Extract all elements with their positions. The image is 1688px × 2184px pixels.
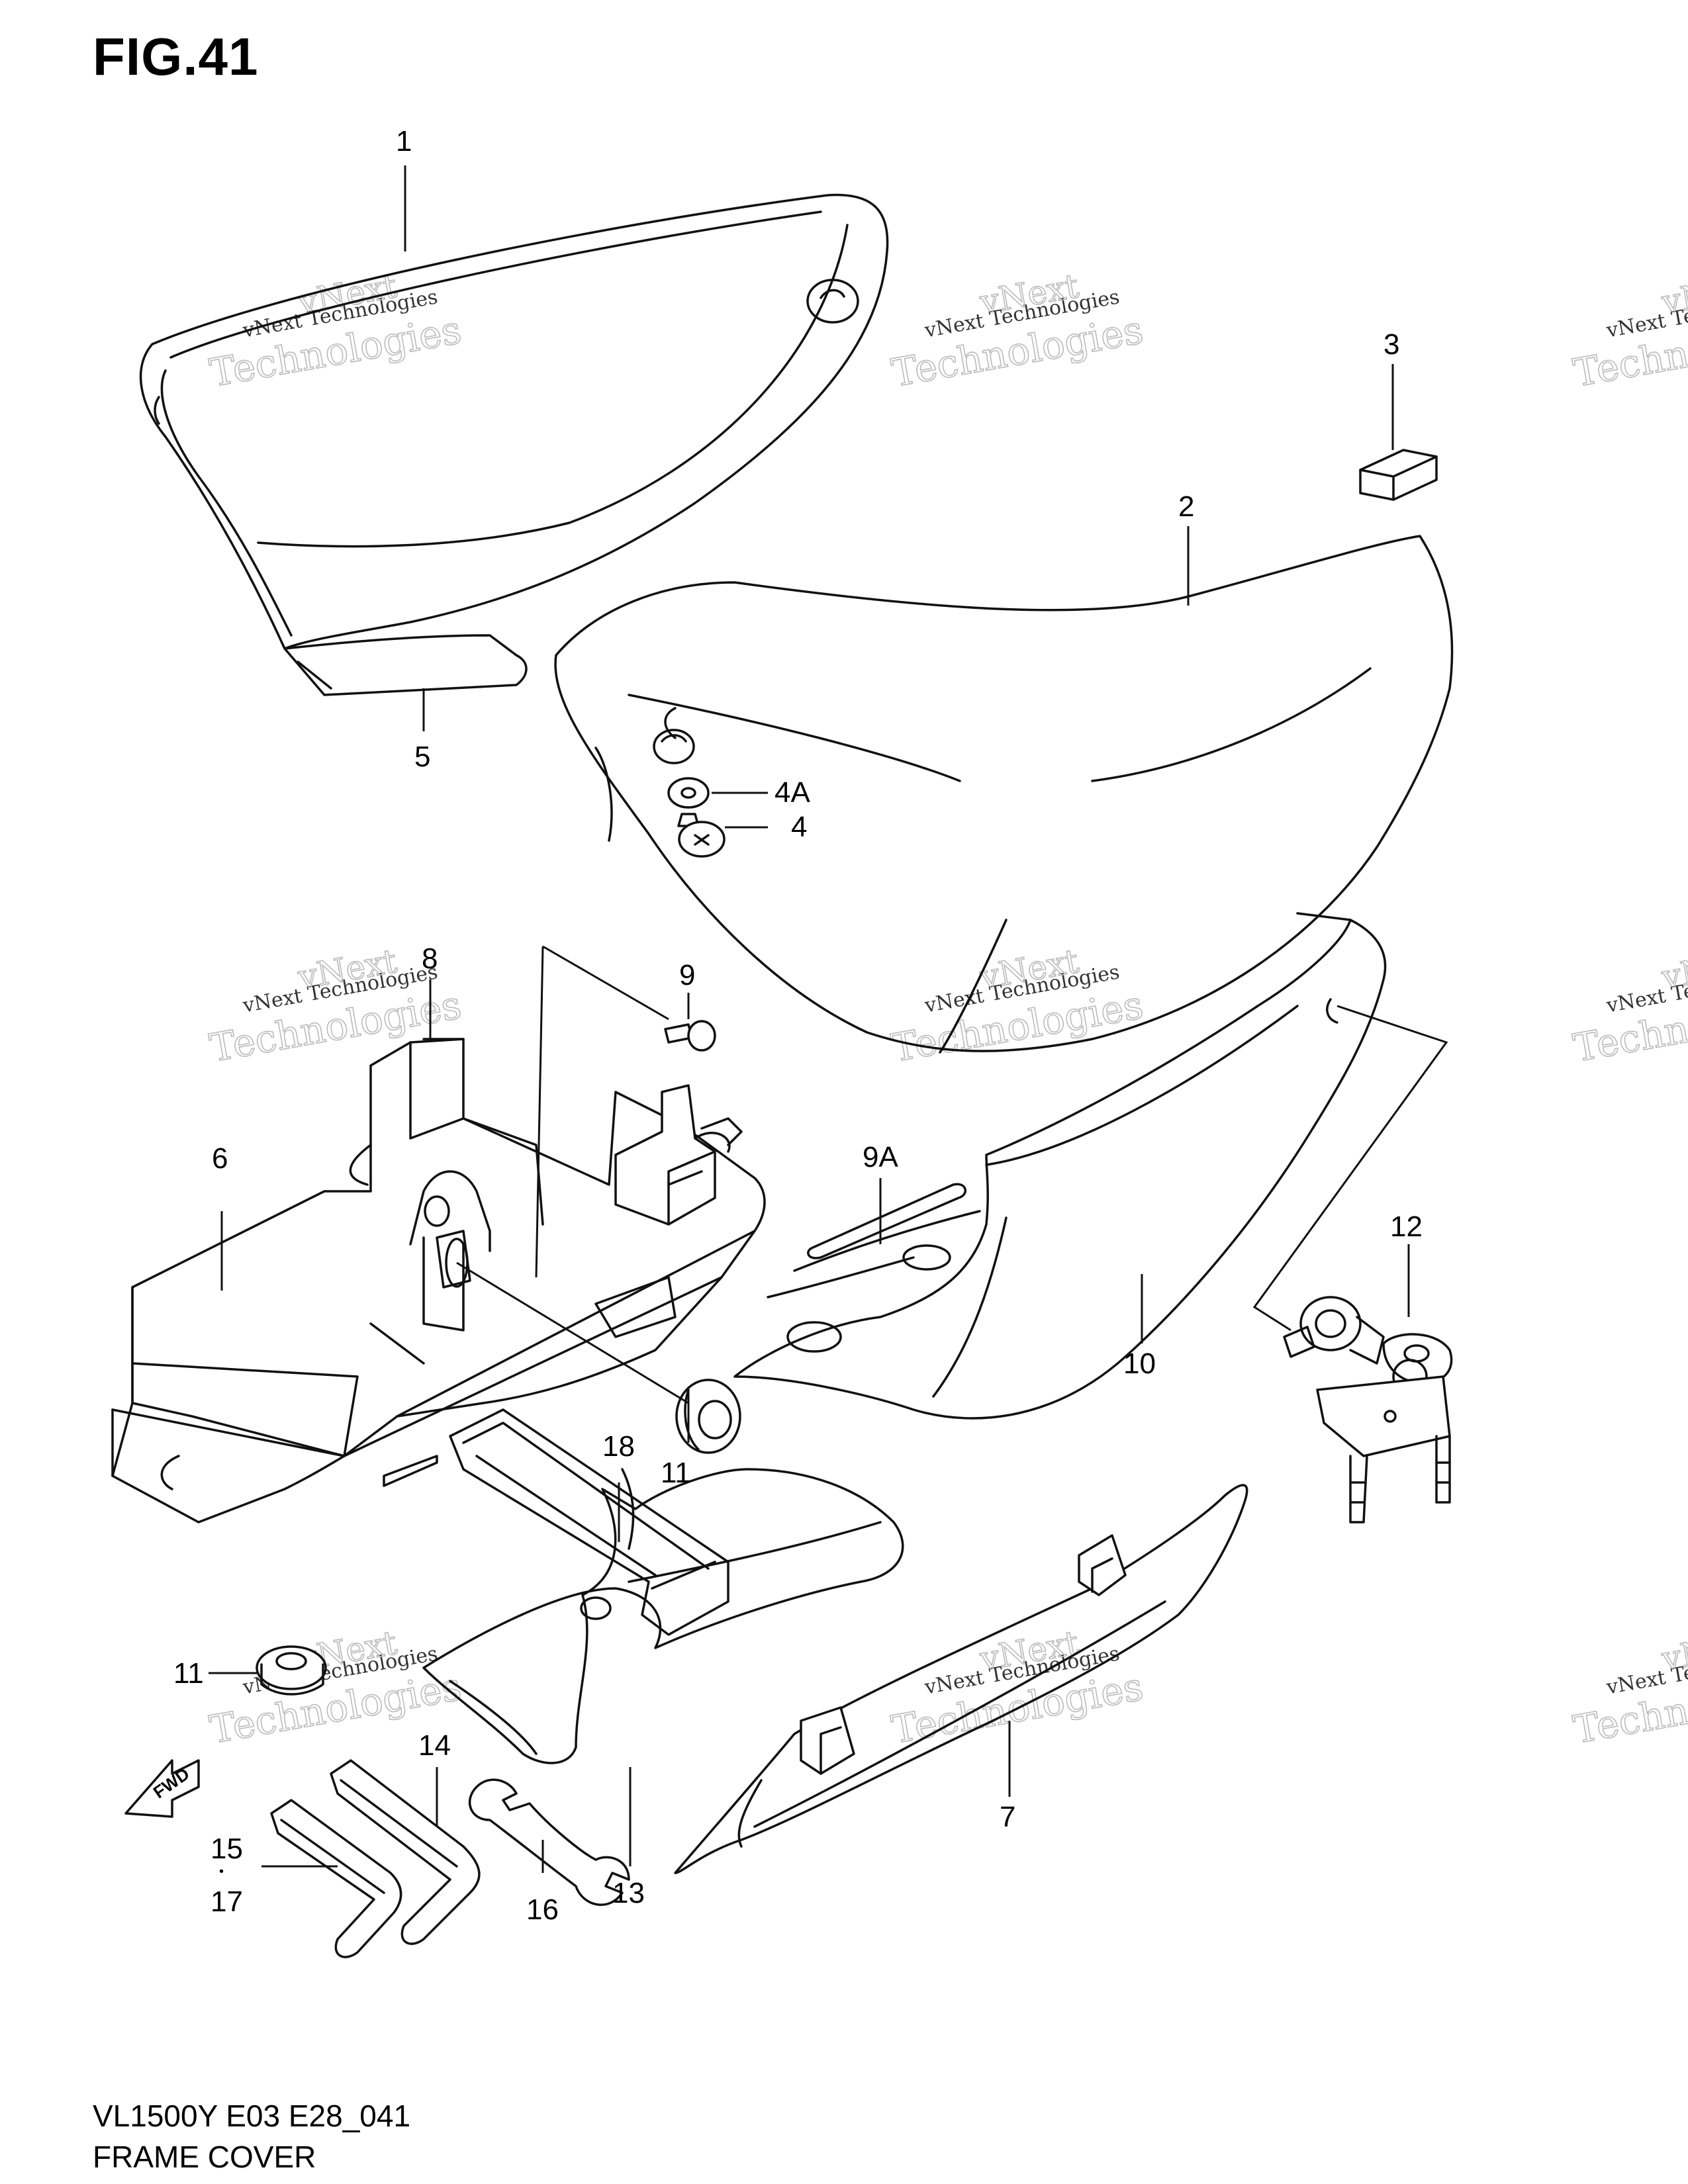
figure-title: FIG.41: [93, 27, 259, 86]
callout-11-lower: 11: [173, 1657, 204, 1690]
callout-12: 12: [1390, 1210, 1423, 1243]
model-code: VL1500Y E03 E28_041: [93, 2099, 411, 2133]
callout-6: 6: [212, 1142, 228, 1175]
callout-10: 10: [1123, 1347, 1156, 1380]
part-6-tray: [111, 1038, 766, 1524]
watermark-group: vNext Technologies vNext Technologies vN…: [206, 266, 1688, 1752]
callouts: 1 2 3 4A 4 5 6 7 8 9 9A 10 11 11 12 13 1…: [173, 125, 1423, 1926]
part-10-frame-cover-rear: [733, 912, 1387, 1420]
callout-11-upper: 11: [661, 1457, 691, 1489]
callout-9: 9: [679, 959, 695, 991]
part-2-frame-cover-large: [554, 535, 1454, 1054]
callout-4a: 4A: [774, 776, 810, 809]
callout-7: 7: [1000, 1801, 1015, 1833]
svg-text:•: •: [219, 1864, 224, 1879]
part-1-frame-cover-upper: [139, 193, 889, 650]
callout-8: 8: [422, 942, 438, 975]
callout-18: 18: [602, 1430, 635, 1463]
part-7-lower-cover: [674, 1484, 1248, 1874]
part-13-tool-bag: [422, 1468, 904, 1764]
part-11-grommet-upper: [675, 1379, 741, 1454]
part-9-bolt: [664, 1020, 716, 1052]
part-4a-grommet: [667, 777, 710, 809]
part-3-rubber-block: [1359, 449, 1438, 501]
fwd-arrow: FWD: [124, 1759, 200, 1818]
callout-3: 3: [1383, 328, 1399, 361]
callout-14: 14: [418, 1729, 451, 1762]
part-pin: [436, 1230, 471, 1289]
callout-4: 4: [791, 811, 807, 843]
figure-name: FRAME COVER: [93, 2140, 316, 2174]
part-5-cover-tab: [283, 634, 528, 696]
part-12-lock-set: [1283, 1296, 1453, 1524]
callout-9a: 9A: [863, 1141, 898, 1173]
part-15-hex-wrench-small: [270, 1799, 402, 1958]
callout-13: 13: [612, 1877, 645, 1909]
leader-lines: [209, 165, 1448, 1873]
part-11-grommet-lower: [256, 1645, 327, 1696]
callout-16: 16: [526, 1893, 559, 1926]
callout-1: 1: [396, 125, 412, 158]
callout-17: 17: [211, 1886, 243, 1918]
callout-15: 15: [211, 1833, 243, 1865]
callout-2: 2: [1178, 490, 1194, 523]
part-16-open-end-wrench: [469, 1778, 630, 1906]
part-14-hex-wrench-large: [330, 1759, 481, 1945]
part-4-screw: [677, 813, 726, 858]
part-9a-strip: [807, 1183, 966, 1259]
callout-5: 5: [414, 741, 430, 773]
